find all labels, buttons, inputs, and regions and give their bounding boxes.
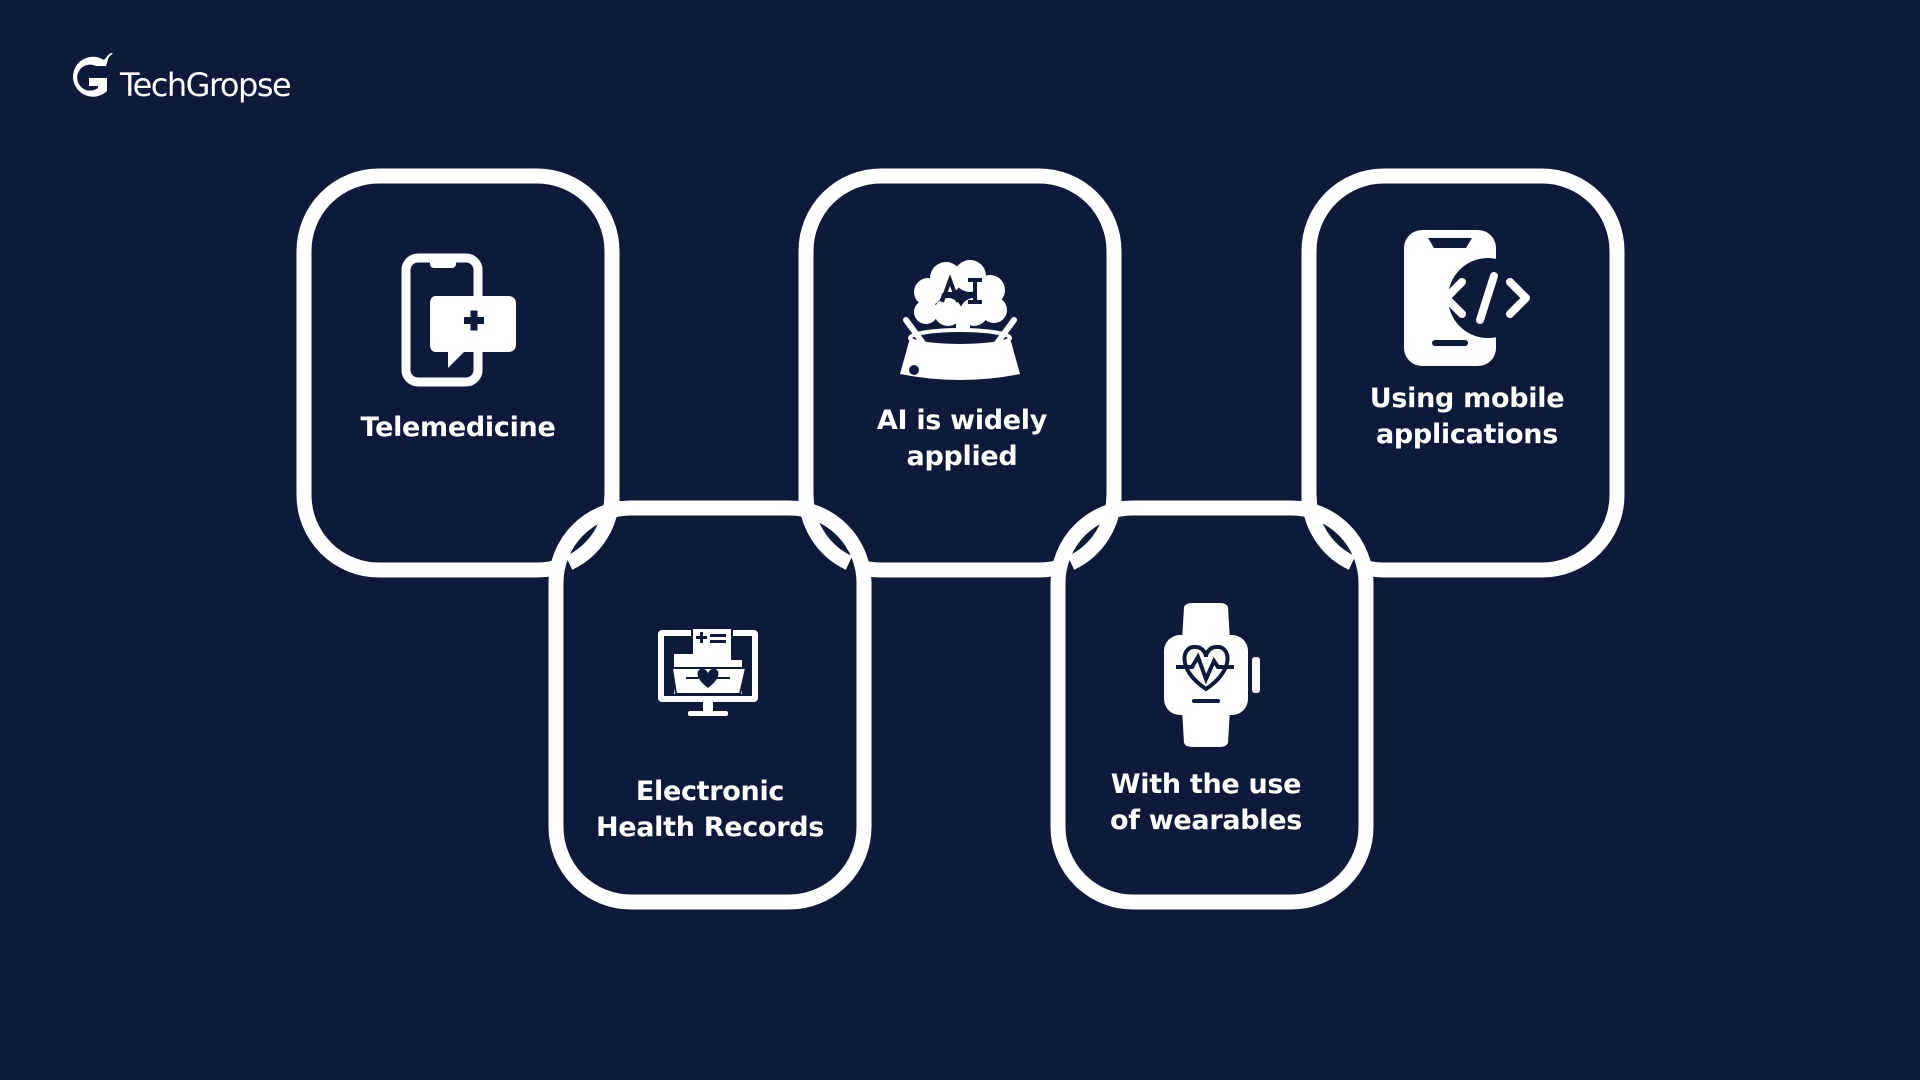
card-label-line: Electronic: [635, 776, 785, 807]
card-label-line: applications: [1375, 419, 1558, 450]
card-mobile: [1301, 168, 1625, 578]
card-label-line: With the use: [1110, 769, 1302, 800]
card-label-wearables: With the use of wearables: [1056, 767, 1356, 839]
card-telemedicine: [296, 168, 620, 578]
card-label-ehr: Electronic Health Records: [560, 774, 860, 846]
phone-code-icon: [1404, 230, 1530, 366]
brand-name: TechGropse: [120, 66, 292, 104]
techgropse-logo-mark: [73, 53, 113, 97]
interlock-overlay-1: [565, 494, 620, 570]
card-label-line: Health Records: [595, 812, 825, 843]
card-label-line: Telemedicine: [360, 412, 556, 443]
card-label-line: of wearables: [1109, 805, 1303, 836]
interlock-overlay-4: [1301, 494, 1356, 570]
card-label-telemedicine: Telemedicine: [308, 410, 608, 446]
interlock-overlay-2: [798, 494, 853, 570]
card-label-mobile: Using mobile applications: [1317, 381, 1617, 453]
card-label-line: applied: [906, 441, 1018, 472]
smartwatch-heart-icon: [1164, 603, 1260, 747]
card-label-line: AI is widely: [876, 405, 1048, 436]
phone-medical-chat-icon: [401, 253, 516, 387]
card-label-ai: AI is widely applied: [812, 403, 1112, 475]
ai-brain-hologram-icon: [900, 260, 1020, 380]
monitor-health-folder-icon: [658, 627, 758, 716]
card-label-line: Using mobile: [1369, 383, 1565, 414]
interlock-overlay-3: [1067, 494, 1122, 570]
